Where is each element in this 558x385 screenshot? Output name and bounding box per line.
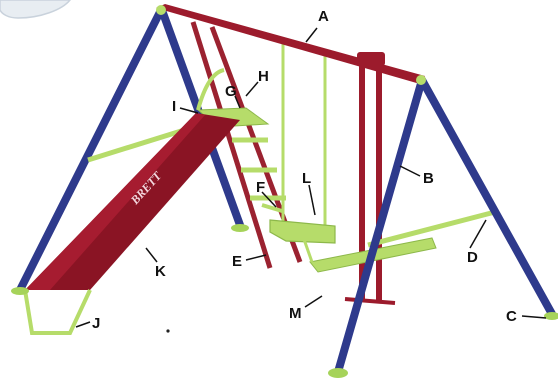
slide-end-bracket (23, 289, 92, 335)
top-crossbar (156, 4, 425, 84)
part-label-e: E (232, 253, 242, 270)
leader-l (308, 184, 316, 216)
part-label-a: A (318, 8, 329, 25)
leader-e (245, 254, 267, 261)
handrail (196, 68, 225, 111)
part-label-j: J (92, 315, 100, 332)
slide-foot (11, 287, 29, 295)
part-label-m: M (289, 305, 302, 322)
part-label-c: C (506, 308, 517, 325)
leader-c (521, 315, 547, 319)
leader-k (145, 247, 158, 263)
part-label-d: D (467, 249, 478, 266)
part-label-f: F (256, 179, 265, 196)
leader-d (469, 219, 487, 249)
glider-top-bracket (357, 52, 385, 66)
top-joint-left (156, 5, 166, 15)
glider-base (344, 297, 396, 305)
leader-g (234, 95, 241, 109)
leader-b (399, 165, 421, 177)
top-joint-right (416, 75, 426, 85)
ladder-rail-left (190, 21, 273, 269)
back-left-foot (231, 224, 249, 232)
right-rear-leg (418, 76, 556, 318)
part-label-b: B (423, 170, 434, 187)
ground (0, 372, 558, 385)
part-label-l: L (302, 170, 311, 187)
corner-logo-fragment (0, 0, 71, 19)
slide-chute-side (25, 113, 205, 290)
leader-m (304, 295, 323, 308)
leader-i (179, 107, 199, 114)
right-brace-bar (367, 209, 496, 248)
stray-dot (166, 329, 170, 333)
slide: BRETT (11, 113, 240, 335)
glider-handle (298, 227, 314, 263)
leader-lines (75, 27, 547, 328)
left-front-leg (16, 8, 164, 294)
right-front-leg (334, 76, 426, 376)
leader-a (305, 27, 318, 43)
right-rear-foot (544, 312, 558, 320)
part-label-i: I (172, 98, 176, 115)
leader-h (245, 81, 259, 97)
glider-footrest (261, 203, 283, 213)
part-label-k: K (155, 263, 166, 280)
part-label-h: H (258, 68, 269, 85)
leader-j (75, 321, 91, 328)
part-label-g: G (225, 83, 237, 100)
right-front-foot (328, 368, 348, 378)
leader-f (261, 191, 277, 208)
